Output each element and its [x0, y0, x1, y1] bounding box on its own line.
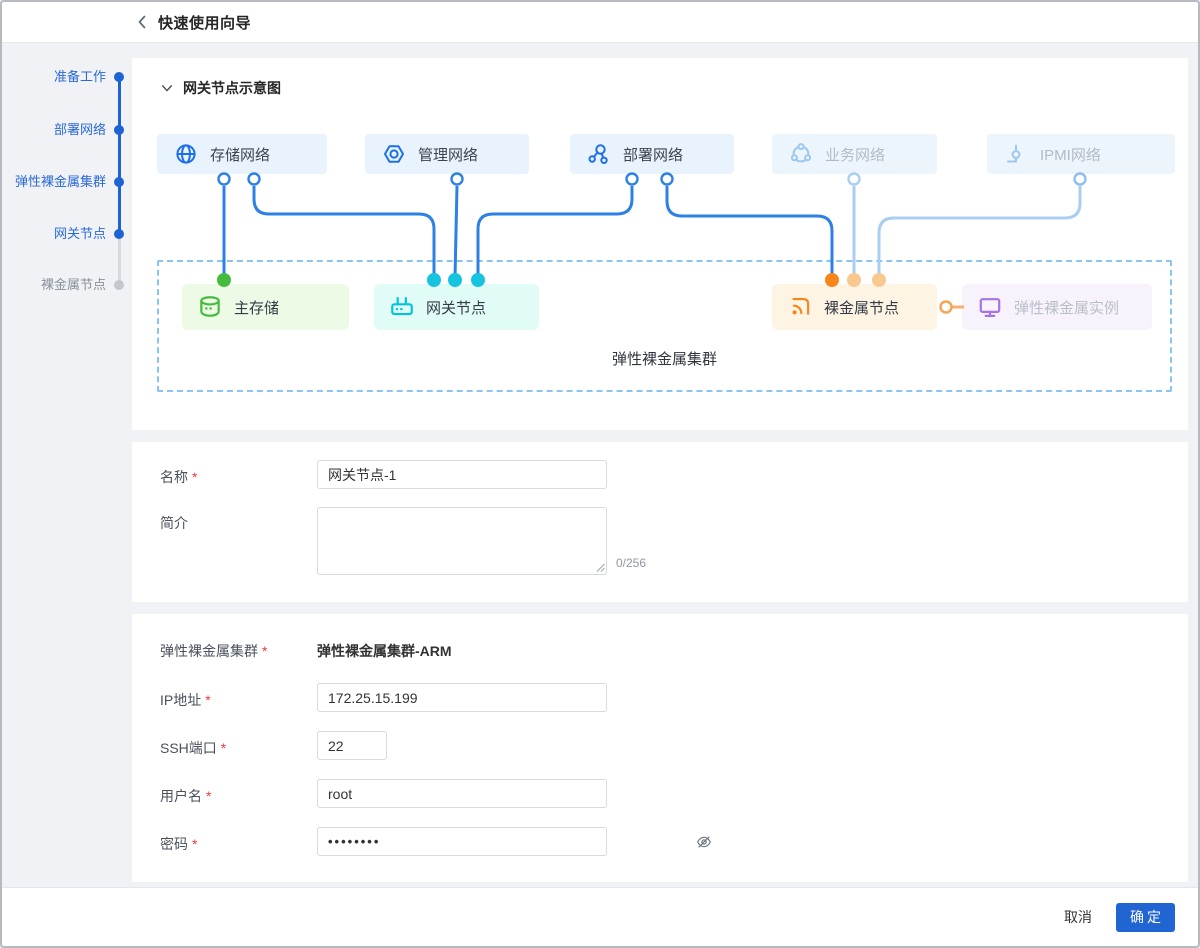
step-rail-active: [118, 78, 121, 234]
sidebar-step-baremetal-node[interactable]: 裸金属节点: [40, 277, 106, 292]
router-icon: [391, 297, 413, 316]
description-textarea[interactable]: [317, 507, 607, 575]
username-label: 用户名*: [160, 788, 212, 804]
network-box-deployment: 部署网络: [570, 134, 734, 174]
required-mark: *: [192, 469, 198, 485]
required-mark: *: [205, 692, 211, 708]
required-mark: *: [192, 836, 198, 852]
network-box-ipmi: IPMI网络: [987, 134, 1175, 174]
node-label: 弹性裸金属实例: [1014, 299, 1120, 317]
cluster-field-label: 弹性裸金属集群*: [160, 643, 268, 659]
basic-form-card: 名称* 简介 0/256: [132, 442, 1188, 602]
name-label: 名称*: [160, 469, 198, 485]
ring-nodes-icon: [790, 143, 812, 163]
cluster-boundary: [157, 260, 1172, 392]
globe-icon: [176, 144, 196, 164]
database-icon: [200, 296, 220, 317]
network-label: 业务网络: [825, 146, 886, 164]
step-dot-3: [114, 177, 124, 187]
confirm-button[interactable]: 确定: [1116, 902, 1175, 932]
chevron-down-icon: [161, 85, 173, 92]
ssh-port-input[interactable]: [317, 731, 387, 760]
monitor-icon: [979, 298, 1001, 317]
resize-grip-icon[interactable]: [596, 563, 605, 572]
node-label: 网关节点: [426, 299, 487, 317]
sidebar-step-deploy-network[interactable]: 部署网络: [53, 122, 106, 137]
network-box-business: 业务网络: [772, 134, 937, 174]
node-box-ebm-instance: 弹性裸金属实例: [962, 284, 1152, 330]
sidebar-step-preparation[interactable]: 准备工作: [53, 69, 106, 84]
step-dot-5: [114, 280, 124, 290]
chevron-left-icon: [138, 15, 146, 29]
connection-form-card: 弹性裸金属集群* 弹性裸金属集群-ARM IP地址* SSH端口* 用户名* 密…: [132, 614, 1188, 882]
cluster-label: 弹性裸金属集群: [611, 351, 717, 368]
network-box-storage: 存储网络: [157, 134, 327, 174]
step-rail-pending: [118, 234, 121, 285]
required-mark: *: [220, 740, 227, 756]
password-label: 密码*: [160, 836, 198, 852]
cluster-value: 弹性裸金属集群-ARM: [317, 643, 452, 659]
rss-icon: [792, 298, 810, 315]
required-mark: *: [206, 788, 212, 804]
sidebar-step-ebm-cluster[interactable]: 弹性裸金属集群: [14, 174, 106, 189]
username-input[interactable]: [317, 779, 607, 808]
node-box-gateway: 网关节点: [374, 284, 539, 330]
network-label: 管理网络: [418, 146, 479, 164]
sidebar-step-gateway-node[interactable]: 网关节点: [53, 226, 106, 241]
network-box-management: 管理网络: [365, 134, 529, 174]
step-dot-4: [114, 229, 124, 239]
probe-icon: [1007, 144, 1021, 163]
diagram-section-title: 网关节点示意图: [183, 80, 281, 96]
cluster-icon: [588, 144, 608, 164]
password-input[interactable]: [317, 827, 607, 856]
ip-input[interactable]: [317, 683, 607, 712]
cancel-button[interactable]: 取消: [1052, 900, 1104, 934]
toggle-password-visibility[interactable]: [692, 827, 716, 856]
char-counter: 0/256: [616, 556, 647, 570]
node-label: 裸金属节点: [824, 299, 900, 317]
eye-slash-icon: [696, 835, 712, 848]
required-mark: *: [262, 643, 268, 659]
ip-label: IP地址*: [160, 692, 211, 708]
description-label: 简介: [160, 515, 188, 531]
wizard-header: 快速使用向导: [2, 2, 1198, 43]
name-input[interactable]: [317, 460, 607, 489]
network-label: 存储网络: [210, 146, 271, 164]
nut-icon: [384, 145, 404, 163]
back-button[interactable]: [134, 13, 150, 31]
node-box-baremetal: 裸金属节点: [772, 284, 937, 330]
step-dot-1: [114, 72, 124, 82]
step-dot-2: [114, 125, 124, 135]
network-label: 部署网络: [623, 146, 684, 164]
node-box-primary-storage: 主存储: [182, 284, 349, 330]
page-title: 快速使用向导: [158, 14, 252, 32]
description-field-wrap: [317, 507, 607, 575]
diagram-card: 网关节点示意图 存储网络 管理网络 部署网络: [132, 58, 1188, 430]
ssh-port-label: SSH端口*: [160, 740, 227, 756]
network-label: IPMI网络: [1040, 146, 1101, 164]
node-label: 主存储: [234, 299, 280, 317]
wizard-footer: 取消 确定: [2, 887, 1198, 946]
diagram-collapse-toggle[interactable]: 网关节点示意图: [160, 78, 281, 98]
